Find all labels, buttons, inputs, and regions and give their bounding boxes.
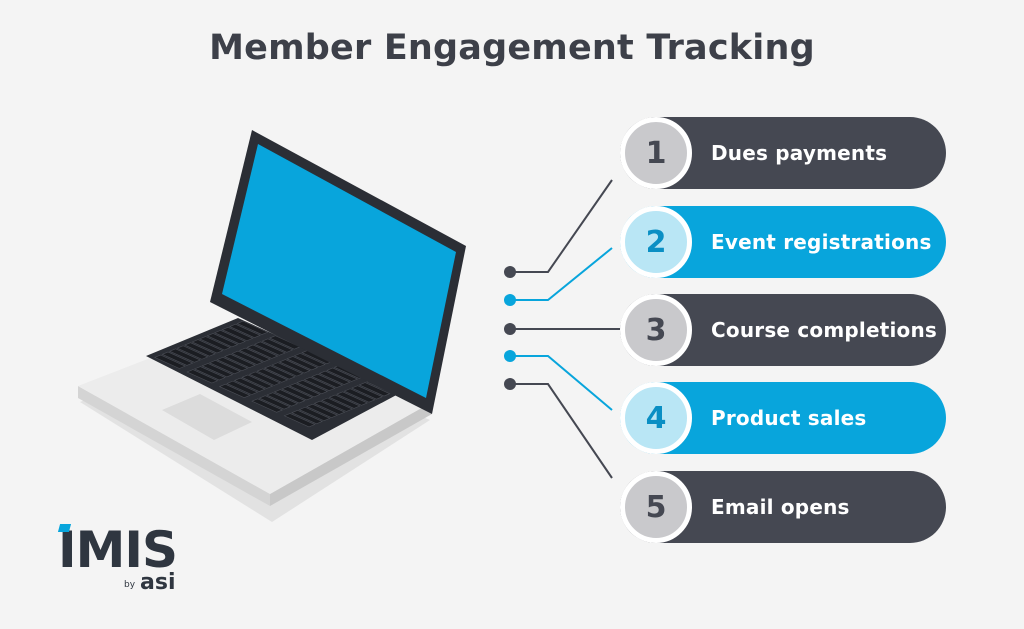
keyboard-key [246,344,279,359]
keyboard-key [343,388,376,403]
keyboard-key [161,351,194,366]
connector-dot-3 [504,323,516,335]
keyboard-key [184,342,216,357]
logo-by-text: by [124,580,136,590]
keyboard-key [218,383,251,399]
connector-dot-1 [504,266,516,278]
keyboard-key [206,333,239,348]
keyboard-key [176,345,209,360]
imis-logo: IMIS by asi [57,520,208,600]
keyboard-key [226,380,259,395]
item-label: Course completions [711,318,938,342]
logo-main-text: IMIS [58,521,178,579]
keyboard-key [251,398,284,413]
keyboard-key [273,389,306,404]
keyboard-key [286,356,319,371]
list-item-3: 3 Course completions [620,294,946,366]
keyboard-key [283,413,316,428]
keyboard-key [278,359,311,374]
connector-dot-4 [504,350,516,362]
keyboard-key [221,326,254,342]
keyboard-key [231,350,264,365]
keyboard-key [193,366,226,381]
connector-dot-2 [504,294,516,306]
keyboard-key [288,383,321,398]
keyboard-key [201,363,234,378]
keyboard-key [186,369,219,384]
keyboard-key [313,400,346,415]
keyboard-key [358,382,391,397]
keyboard-key [298,406,331,422]
logo-sub-text: asi [140,570,176,595]
laptop-trackpad [162,394,252,440]
number-badge: 3 [620,294,692,366]
keyboard-key [351,385,383,400]
connector-line-2 [510,247,613,301]
keyboard-key [326,367,359,382]
item-label: Email opens [711,495,850,519]
keyboard-key [291,410,323,425]
list-item-1: 1 Dues payments [620,117,946,189]
connector-line-1 [510,179,613,273]
list-item-4: 4 Product sales [620,382,946,454]
keyboard-key [266,392,299,407]
keyboard-key [154,354,186,369]
keyboard-key [191,339,224,354]
list-item-2: 2 Event registrations [620,206,946,278]
keyboard-key [328,394,361,409]
item-label: Event registrations [711,230,932,254]
keyboard-key [293,353,326,368]
keyboard-key [241,374,274,389]
keyboard-key [321,397,353,412]
connector-dot-5 [504,378,516,390]
keyboard-key [256,368,289,383]
keyboard-key [281,386,314,401]
keyboard-key [318,370,351,385]
number-badge: 4 [620,382,692,454]
page-title: Member Engagement Tracking [209,28,815,68]
keyboard-key [303,376,336,392]
keyboard-key [248,371,281,386]
keyboard-key [311,373,344,388]
keyboard-key [253,341,286,356]
number-badge: 5 [620,471,692,543]
keyboard-key [199,336,231,351]
laptop-screen [222,144,456,398]
logo-accent [57,524,72,532]
keyboard-key [261,338,294,353]
item-label: Product sales [711,406,867,430]
number-badge: 2 [620,206,692,278]
keyboard-key [336,391,368,406]
laptop-base-edge-left [78,386,270,506]
list-item-5: 5 Email opens [620,471,946,543]
keyboard-key [229,323,261,338]
keyboard-key [238,347,271,362]
connector-line-5 [510,383,613,479]
keyboard-key [223,353,256,368]
keyboard-key [216,356,249,372]
keyboard-key [263,365,296,380]
keyboard-key [258,395,291,410]
laptop-base-edge-right [270,402,432,506]
connector-line-4 [510,355,613,411]
keyboard-key [214,330,246,345]
keyboard-key [208,360,241,375]
keyboard-key [306,403,338,418]
keyboard-key [236,320,269,335]
keyboard-key [233,377,266,392]
keyboard-key [271,362,304,377]
keyboard-key [296,380,329,395]
item-label: Dues payments [711,141,888,165]
keyboard-key [169,348,201,363]
number-badge: 1 [620,117,692,189]
